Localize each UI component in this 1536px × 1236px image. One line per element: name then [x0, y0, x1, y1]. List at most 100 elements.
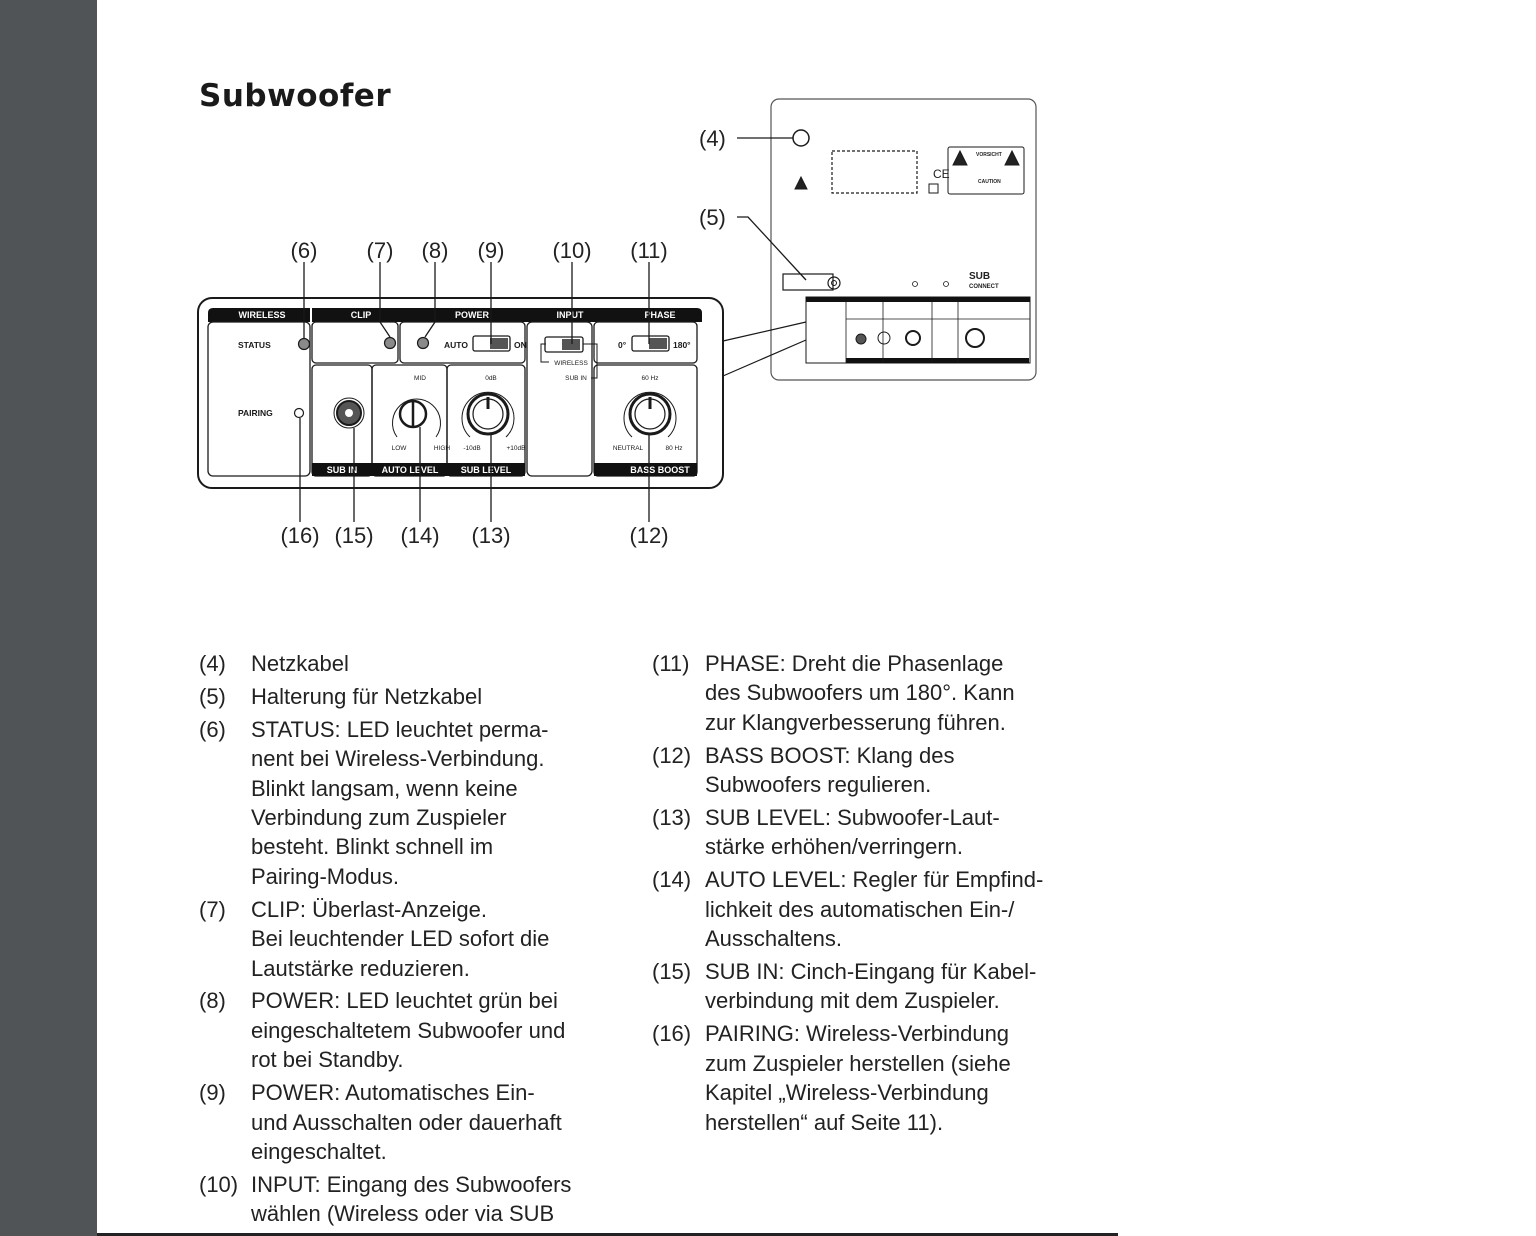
page-heading: Subwoofer — [199, 78, 392, 114]
item-text-line: INPUT: Eingang des Subwoofers — [251, 1171, 572, 1197]
descriptions-left: (4) Netzkabel (5)Halterung für Netzkabel (6… — [199, 649, 571, 1232]
footer-bass-boost: BASS BOOST — [630, 465, 690, 475]
clip-led — [383, 336, 397, 350]
sub-level-knob — [461, 391, 515, 438]
label-mid: MID — [414, 375, 426, 382]
item-text-line: Ausschaltens. — [705, 926, 842, 952]
item-number: (15) — [652, 959, 692, 985]
item-text-line: SUB IN: Cinch-Eingang für Kabel- — [705, 959, 1037, 985]
description-item: (5)Halterung für Netzkabel — [199, 682, 571, 711]
item-text-line: CLIP: Überlast-Anzeige. — [251, 896, 487, 922]
item-text-line: stärke erhöhen/verringern. — [705, 834, 964, 860]
label-pairing: PAIRING — [238, 408, 273, 418]
item-text-line: Verbindung zum Zuspieler — [251, 805, 507, 831]
item-text-line: PHASE: Dreht die Phasenlage — [705, 651, 1004, 676]
callout-16: (16) — [280, 523, 319, 548]
label-60hz: 60 Hz — [642, 375, 659, 382]
callout-15: (15) — [334, 523, 373, 548]
item-number: (11) — [652, 651, 690, 676]
item-text-line: eingeschaltetem Subwoofer und — [251, 1017, 566, 1043]
description-item: (7) CLIP: Überlast-Anzeige. Bei leuchtende… — [199, 895, 571, 983]
status-led — [297, 337, 311, 351]
description-item: (16) PAIRING: Wireless-Verbindung zum Zusp… — [652, 1019, 1043, 1137]
auto-level-knob — [392, 398, 441, 438]
rear-mini-panel — [805, 296, 1031, 364]
cable-holder — [782, 273, 841, 291]
label-phase-180: 180° — [673, 340, 691, 350]
item-text-line: Netzkabel — [251, 651, 349, 676]
label-0db: 0dB — [485, 375, 497, 382]
item-text-line: besteht. Blinkt schnell im — [251, 834, 494, 860]
label-minus-10db: -10dB — [463, 445, 480, 452]
label-80hz: 80 Hz — [666, 445, 683, 452]
item-text-line: wählen (Wireless oder via SUB — [251, 1201, 555, 1227]
header-input: INPUT — [557, 310, 585, 320]
footer-sub-level: SUB LEVEL — [461, 465, 512, 475]
item-text-line: lichkeit des automatischen Ein-/ — [705, 896, 1015, 922]
label-low: LOW — [392, 445, 408, 452]
sub-in-jack — [333, 397, 365, 429]
callout-5: (5) — [699, 205, 726, 230]
item-number: (7) — [199, 896, 226, 922]
label-on: ON — [514, 340, 527, 350]
input-switch — [540, 336, 598, 379]
item-number: (9) — [199, 1080, 226, 1106]
item-text-line: POWER: Automatisches Ein- — [251, 1080, 535, 1106]
item-text-line: Kapitel „Wireless-Verbindung — [705, 1080, 989, 1106]
footer-auto-level: AUTO LEVEL — [382, 465, 439, 475]
item-number: (14) — [652, 867, 692, 893]
header-phase: PHASE — [644, 310, 675, 320]
item-text-line: und Ausschalten oder dauerhaft — [251, 1109, 562, 1135]
label-status: STATUS — [238, 340, 271, 350]
rear-panel: CE VORSICHT CAUTION SUB CONNECT — [722, 98, 1037, 381]
item-number: (10) — [199, 1171, 239, 1197]
item-number: (6) — [199, 716, 226, 742]
header-clip: CLIP — [351, 310, 372, 320]
sub-connect-logo: SUB — [969, 271, 990, 282]
item-text-line: des Subwoofers um 180°. Kann — [705, 680, 1015, 706]
item-text-line: AUTO LEVEL: Regler für Empfind- — [705, 867, 1044, 893]
item-text-line: STATUS: LED leuchtet perma- — [251, 716, 549, 742]
callout-9: (9) — [478, 238, 505, 263]
vorsicht-text: VORSICHT — [976, 152, 1002, 158]
item-text-line: Lautstärke reduzieren. — [251, 955, 470, 981]
descriptions-right: (11) PHASE: Dreht die Phasenlage des Subwo… — [652, 649, 1043, 1141]
item-text-line: SUB LEVEL: Subwoofer-Laut- — [705, 805, 1000, 831]
item-text-line: nent bei Wireless-Verbindung. — [251, 746, 545, 772]
item-number: (8) — [199, 988, 226, 1014]
item-text-line: BASS BOOST: Klang des — [705, 742, 955, 768]
callout-10: (10) — [552, 238, 591, 263]
item-number: (13) — [652, 805, 692, 831]
description-item: (11) PHASE: Dreht die Phasenlage des Subwo… — [652, 649, 1043, 737]
description-item: (4) Netzkabel — [199, 649, 571, 678]
item-text-line: rot bei Standby. — [251, 1047, 404, 1073]
description-item: (8) POWER: LED leuchtet grün bei eingescha… — [199, 986, 571, 1074]
phase-switch — [631, 335, 670, 352]
type-label-box — [831, 150, 918, 194]
item-text-line: Pairing-Modus. — [251, 863, 399, 889]
callout-13: (13) — [471, 523, 510, 548]
description-item: (13) SUB LEVEL: Subwoofer-Laut-stärke erh… — [652, 803, 1043, 862]
item-number: (16) — [652, 1021, 692, 1047]
label-input-subin: SUB IN — [565, 375, 587, 382]
label-neutral: NEUTRAL — [613, 445, 644, 452]
footer-sub-in: SUB IN — [327, 465, 358, 475]
item-text-line: zum Zuspieler herstellen (siehe — [705, 1050, 1011, 1076]
item-text-line: Bei leuchtender LED sofort die — [251, 926, 550, 952]
item-number: (5) — [199, 683, 226, 709]
sub-connect-logo-text: CONNECT — [969, 284, 999, 290]
callout-11: (11) — [630, 238, 668, 263]
viewer-sidebar — [0, 0, 97, 1236]
callout-12: (12) — [629, 523, 668, 548]
callout-7: (7) — [367, 238, 394, 263]
caution-label — [947, 146, 1025, 195]
item-number: (4) — [199, 651, 226, 676]
caution-text: CAUTION — [978, 179, 1001, 185]
label-auto: AUTO — [444, 340, 468, 350]
item-text-line: Subwoofers regulieren. — [705, 772, 932, 798]
header-power: POWER — [455, 310, 490, 320]
item-text-line: POWER: LED leuchtet grün bei — [251, 988, 558, 1014]
header-wireless: WIRELESS — [238, 310, 285, 320]
item-text-line: PAIRING: Wireless-Verbindung — [705, 1021, 1010, 1047]
label-plus-10db: +10dB — [507, 445, 526, 452]
